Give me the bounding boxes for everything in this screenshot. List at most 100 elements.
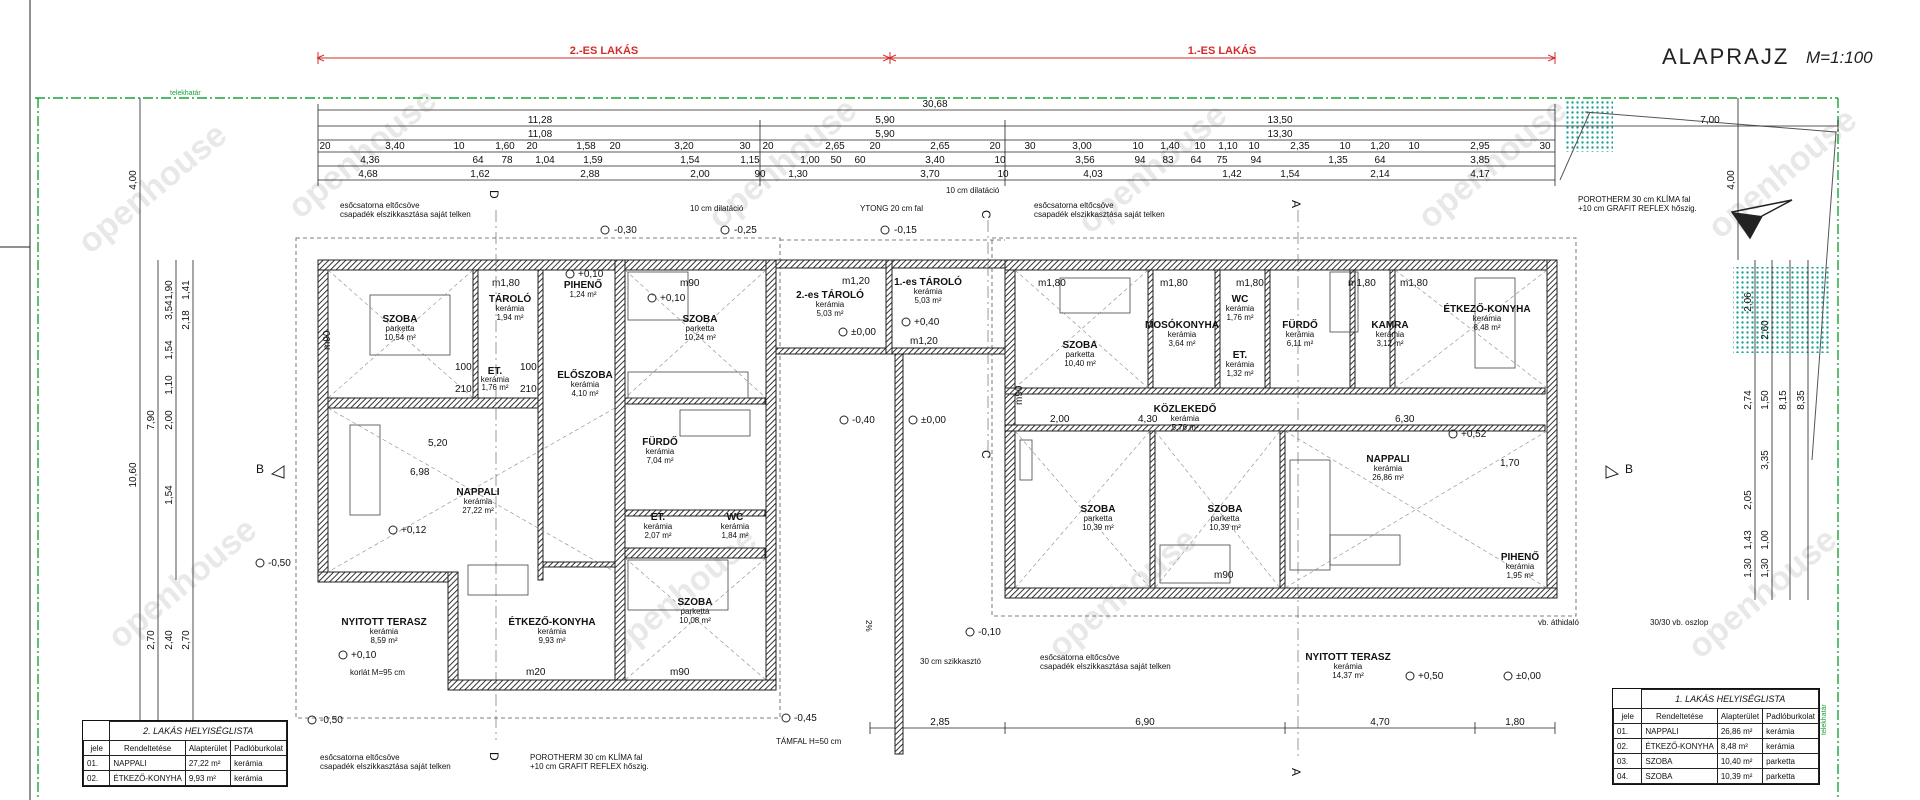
level-marker: ±0,00 bbox=[838, 327, 876, 338]
dim-value: 3,40 bbox=[385, 141, 405, 152]
svg-text:NYITOTT TERASZ: NYITOTT TERASZ bbox=[341, 617, 426, 628]
svg-text:ET.: ET. bbox=[651, 512, 666, 523]
svg-text:1,32 m²: 1,32 m² bbox=[1226, 369, 1253, 378]
svg-text:kerámia: kerámia bbox=[370, 627, 399, 636]
table-header: Padlóburkolat bbox=[1762, 708, 1819, 724]
svg-text:9,93 m²: 9,93 m² bbox=[538, 636, 565, 645]
dim-value: 5,90 bbox=[875, 115, 895, 126]
svg-text:kerámia: kerámia bbox=[644, 522, 673, 531]
dim-value: 64 bbox=[472, 155, 484, 166]
dim-value: 2,60 bbox=[1760, 320, 1771, 340]
svg-text:100: 100 bbox=[455, 362, 472, 373]
svg-text:m90: m90 bbox=[680, 278, 700, 289]
left-dimension-lines bbox=[139, 98, 194, 780]
svg-text:KÖZLEKEDŐ: KÖZLEKEDŐ bbox=[1154, 402, 1217, 415]
svg-text:FÜRDŐ: FÜRDŐ bbox=[642, 435, 678, 448]
level-marker: +0,10 bbox=[338, 650, 377, 661]
svg-text:kerámia: kerámia bbox=[538, 627, 567, 636]
room-diagonals bbox=[327, 269, 1548, 681]
svg-text:MOSÓKONYHA: MOSÓKONYHA bbox=[1145, 318, 1219, 331]
level-marker: +0,40 bbox=[901, 317, 940, 328]
svg-text:±0,00: ±0,00 bbox=[1516, 671, 1541, 682]
svg-text:5,76 m²: 5,76 m² bbox=[1171, 423, 1198, 432]
svg-text:esőcsatorna eltőcsöve: esőcsatorna eltőcsöve bbox=[1034, 201, 1114, 210]
dim-value: 1,54 bbox=[1280, 169, 1300, 180]
svg-text:m90: m90 bbox=[1214, 570, 1234, 581]
dim-value: 10 bbox=[453, 141, 465, 152]
svg-text:SZOBA: SZOBA bbox=[683, 314, 718, 325]
svg-text:parketta: parketta bbox=[1066, 350, 1095, 359]
svg-text:10,40 m²: 10,40 m² bbox=[1064, 359, 1096, 368]
svg-text:210: 210 bbox=[520, 384, 537, 395]
svg-text:1,76 m²: 1,76 m² bbox=[1226, 313, 1253, 322]
svg-text:m1,80: m1,80 bbox=[1160, 278, 1188, 289]
north-arrow-icon bbox=[1730, 199, 1793, 240]
svg-text:m1,80: m1,80 bbox=[1038, 278, 1066, 289]
right-dimension-values: 4,00 8,15 8,35 2,06 2,60 2,74 1,50 3,35 … bbox=[1726, 170, 1807, 578]
svg-text:A: A bbox=[1289, 768, 1303, 776]
left-dimension-values: 4,00 10,60 7,90 3,54 1,90 1,54 1,41 2,18… bbox=[128, 170, 192, 650]
svg-text:kerámia: kerámia bbox=[1334, 662, 1363, 671]
svg-text:+0,12: +0,12 bbox=[401, 525, 427, 536]
unit-labels: 2.-ES LAKÁS 1.-ES LAKÁS bbox=[318, 44, 1555, 64]
dim-value: 20 bbox=[526, 141, 538, 152]
svg-text:m90: m90 bbox=[322, 330, 333, 350]
dim-value: 30 bbox=[1539, 141, 1551, 152]
svg-text:1,24 m²: 1,24 m² bbox=[569, 290, 596, 299]
dim-value: 1,58 bbox=[576, 141, 596, 152]
svg-text:esőcsatorna eltőcsöve: esőcsatorna eltőcsöve bbox=[320, 753, 400, 762]
svg-text:kerámia: kerámia bbox=[1376, 330, 1405, 339]
dim-value: 10,60 bbox=[128, 462, 139, 487]
svg-text:B: B bbox=[256, 462, 264, 476]
svg-text:kerámia: kerámia bbox=[481, 375, 510, 384]
dim-value: 1,59 bbox=[583, 155, 603, 166]
svg-text:m1,80: m1,80 bbox=[1236, 278, 1264, 289]
dim-value: 10 bbox=[1248, 141, 1260, 152]
svg-text:-0,25: -0,25 bbox=[734, 225, 757, 236]
dim-value: 64 bbox=[1374, 155, 1386, 166]
dim-value: 13,30 bbox=[1267, 129, 1292, 140]
unit-label-1: 1.-ES LAKÁS bbox=[1188, 44, 1256, 57]
dim-value: 20 bbox=[762, 141, 774, 152]
svg-text:parketta: parketta bbox=[386, 324, 415, 333]
level-marker: ±0,00 bbox=[908, 415, 946, 426]
svg-text:SZOBA: SZOBA bbox=[1208, 504, 1243, 515]
svg-text:10,39 m²: 10,39 m² bbox=[1209, 523, 1241, 532]
table-header: Rendeltetése bbox=[1641, 708, 1718, 724]
level-marker: +0,50 bbox=[1405, 671, 1444, 682]
svg-text:esőcsatorna eltőcsöve: esőcsatorna eltőcsöve bbox=[340, 201, 420, 210]
dim-value: 83 bbox=[1162, 155, 1174, 166]
dim-value: 11,08 bbox=[528, 129, 553, 140]
table-header: jele bbox=[82, 740, 111, 756]
svg-text:esőcsatorna eltőcsöve: esőcsatorna eltőcsöve bbox=[1040, 653, 1120, 662]
dim-value: 1,42 bbox=[1222, 169, 1242, 180]
svg-text:ÉTKEZŐ-KONYHA: ÉTKEZŐ-KONYHA bbox=[508, 615, 595, 628]
level-marker: -0,10 bbox=[965, 627, 1001, 638]
dim-value: 2,18 bbox=[181, 310, 192, 330]
bottom-dimension-values: 2,85 6,90 4,70 1,80 bbox=[930, 717, 1525, 728]
dim-value: 2,74 bbox=[1743, 390, 1754, 410]
level-marker: -0,30 bbox=[600, 225, 637, 236]
svg-text:10,54 m²: 10,54 m² bbox=[384, 333, 416, 342]
dim-value: 10 bbox=[997, 169, 1009, 180]
svg-text:5,03 m²: 5,03 m² bbox=[914, 296, 941, 305]
dim-value: 2,00 bbox=[164, 410, 175, 430]
dim-value: 20 bbox=[609, 141, 621, 152]
svg-text:kerámia: kerámia bbox=[496, 304, 525, 313]
svg-text:3,12 m²: 3,12 m² bbox=[1376, 339, 1403, 348]
dim-value: 7,90 bbox=[146, 410, 157, 430]
svg-text:B: B bbox=[1625, 462, 1633, 476]
svg-text:10,39 m²: 10,39 m² bbox=[1082, 523, 1114, 532]
dim-value: 1,30 bbox=[788, 169, 808, 180]
dim-value: 4,68 bbox=[358, 169, 378, 180]
